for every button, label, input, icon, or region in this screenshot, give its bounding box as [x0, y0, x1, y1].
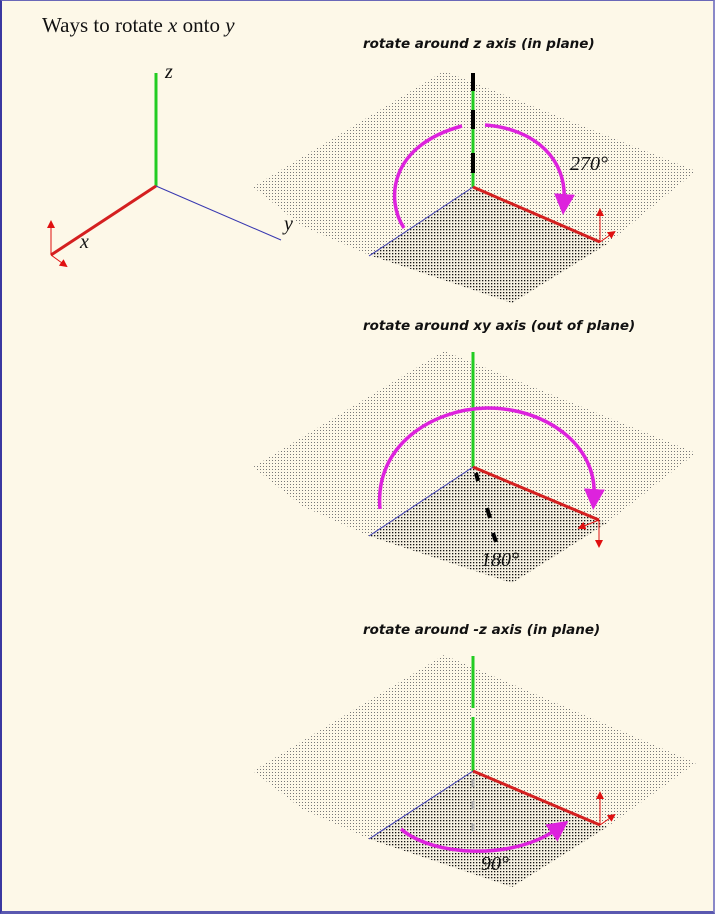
panel-2-title: rotate around xy axis (out of plane): [363, 318, 636, 334]
page-title: Ways to rotate x onto y: [42, 13, 235, 37]
z-axis-label: z: [165, 61, 173, 83]
y-axis-label: y: [284, 213, 293, 235]
x-axis-label: x: [80, 231, 89, 253]
panel-2-diagram: [253, 351, 696, 583]
panel-2-angle-label: 180°: [481, 549, 519, 571]
reference-axes: [47, 73, 282, 268]
panel-3-angle-label: 90°: [481, 853, 509, 875]
panel-1-diagram: [253, 71, 696, 303]
panel-1-angle-label: 270°: [570, 153, 608, 175]
panel-3-diagram: [253, 655, 696, 887]
panel-1-title: rotate around z axis (in plane): [363, 36, 595, 52]
panel-3-title: rotate around -z axis (in plane): [363, 622, 601, 638]
